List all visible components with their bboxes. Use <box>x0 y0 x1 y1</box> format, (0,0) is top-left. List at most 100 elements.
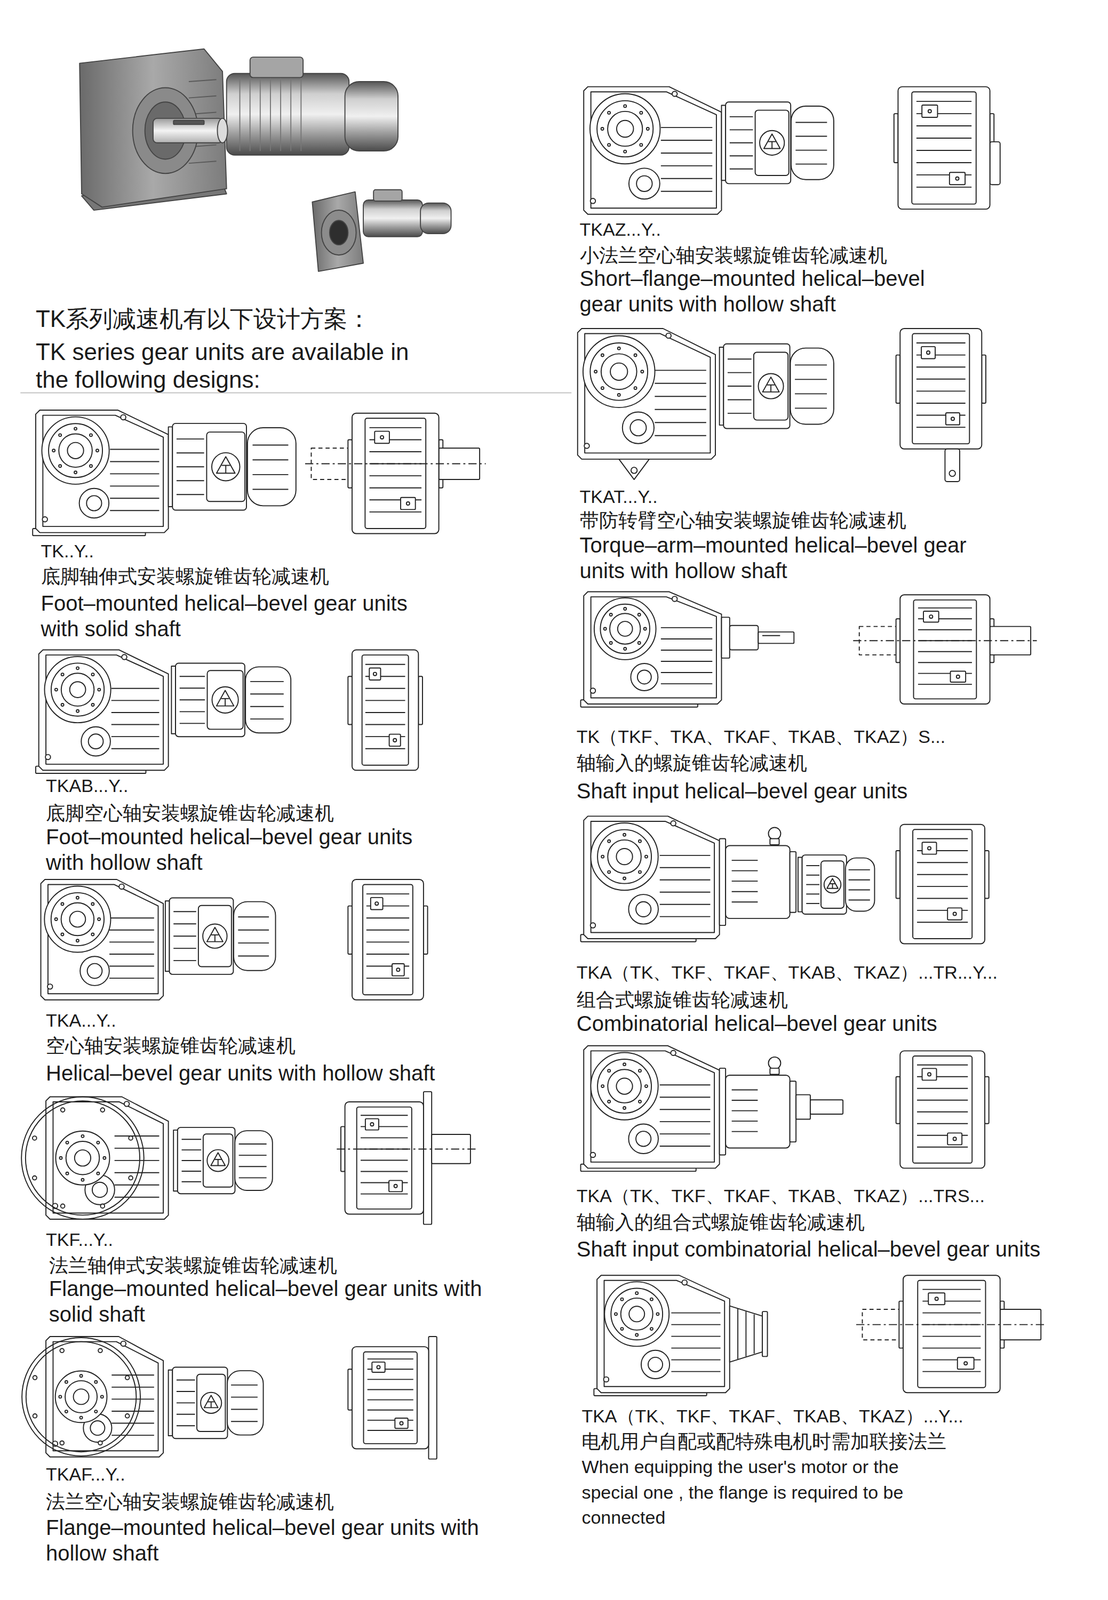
gear-unit-end-view <box>896 1050 990 1169</box>
drawing-line <box>250 681 284 683</box>
drawing-polygon <box>577 328 716 460</box>
drawing-circle <box>630 663 658 691</box>
drawing-circle <box>927 846 931 850</box>
drawing-circle <box>91 933 94 936</box>
drawing-line <box>250 693 284 695</box>
drawing-polygon <box>210 1152 226 1166</box>
drawing-rect <box>769 838 779 845</box>
drawing-line <box>173 960 197 962</box>
model-code: TKF...Y.. <box>45 1229 114 1251</box>
drawing-line <box>654 409 706 411</box>
drawing-circle <box>26 1342 137 1453</box>
drawing-line <box>173 911 197 913</box>
drawing-line <box>238 1177 267 1179</box>
drawing-line <box>109 485 159 487</box>
drawing-circle <box>634 353 637 357</box>
drawing-circle <box>76 896 79 900</box>
drawing-polygon <box>52 1102 164 1214</box>
drawing-circle <box>61 903 95 937</box>
drawing-line <box>794 407 827 409</box>
drawing-circle <box>955 177 959 181</box>
drawing-line <box>727 399 752 401</box>
drawing-line <box>114 1148 160 1150</box>
motor <box>171 663 291 737</box>
drawing-line <box>848 879 871 881</box>
drawing-circle <box>949 470 955 477</box>
drawing-circle <box>590 1152 596 1159</box>
drawing-line <box>917 1111 968 1113</box>
drawing-circle <box>601 353 637 390</box>
drawing-line <box>731 1099 759 1102</box>
drawing-polygon <box>763 133 781 149</box>
drawing-circle <box>375 902 379 906</box>
drawing-circle <box>768 1057 781 1070</box>
drawing-circle <box>66 1141 100 1176</box>
gear-housing-side <box>41 879 164 1001</box>
gear-housing-side <box>580 592 722 708</box>
drawing-circle <box>622 411 655 444</box>
drawing-line <box>367 1378 414 1381</box>
drawing-rect <box>947 1133 962 1145</box>
drawing-rect <box>420 203 451 234</box>
drawing-circle <box>672 596 678 602</box>
drawing-rect <box>913 600 977 700</box>
drawing-line <box>806 903 820 905</box>
drawing-circle <box>74 1150 91 1167</box>
drawing-circle <box>89 433 93 437</box>
drawing-circle <box>48 423 103 478</box>
drawing-circle <box>610 1288 663 1341</box>
drawing-circle <box>54 918 58 921</box>
drawing-rect <box>762 1311 768 1357</box>
drawing-circle <box>963 1361 968 1366</box>
drawing-circle <box>45 754 51 761</box>
drawing-rect <box>418 676 423 725</box>
drawing-rect <box>388 1180 403 1192</box>
drawing-rect <box>912 829 972 939</box>
drawing-line <box>654 369 706 371</box>
drawing-rect <box>896 850 901 899</box>
drawing-line <box>762 635 780 637</box>
drawing-line <box>917 1146 968 1149</box>
drawing-circle <box>631 467 637 474</box>
drawing-circle <box>935 1297 939 1301</box>
drawing-rect <box>369 667 381 681</box>
drawing-circle <box>639 143 643 147</box>
drawing-circle <box>620 1327 624 1331</box>
drawing-line <box>916 342 966 344</box>
drawing-line <box>794 364 827 366</box>
drawing-circle <box>638 1100 642 1104</box>
drawing-rect <box>198 905 232 968</box>
drawing-line <box>731 1110 759 1112</box>
drawing-circle <box>121 654 127 660</box>
caption-zh: 轴输入的螺旋锥齿轮减速机 <box>576 751 808 775</box>
drawing-rect <box>400 497 416 510</box>
drawing-line <box>111 748 160 750</box>
drawing-circle <box>609 613 641 644</box>
drawing-rect <box>365 1119 379 1131</box>
gear-housing-side <box>583 86 722 215</box>
drawing-line <box>365 724 406 726</box>
drawing-circle <box>616 120 634 138</box>
drawing-circle <box>638 613 641 617</box>
drawing-circle <box>670 1050 676 1056</box>
drawing-line <box>365 712 406 714</box>
drawing-polygon <box>591 821 715 934</box>
drawing-circle <box>66 1141 69 1145</box>
drawing-line <box>367 1409 414 1412</box>
drawing-line <box>259 77 261 151</box>
drawing-rect <box>725 101 791 184</box>
drawing-circle <box>21 1337 141 1457</box>
drawing-circle <box>81 1178 84 1182</box>
motor <box>798 855 875 915</box>
drawing-line <box>771 141 773 149</box>
drawing-circle <box>202 923 227 948</box>
drawing-line <box>176 438 205 440</box>
drawing-line <box>250 706 284 708</box>
drawing-rect <box>903 1275 1001 1393</box>
drawing-line <box>210 1401 212 1408</box>
drawing-line <box>916 149 972 151</box>
drawing-line <box>727 372 752 374</box>
drawing-rect <box>790 851 796 913</box>
drawing-rect <box>352 879 424 1001</box>
drawing-circle <box>59 1441 65 1446</box>
